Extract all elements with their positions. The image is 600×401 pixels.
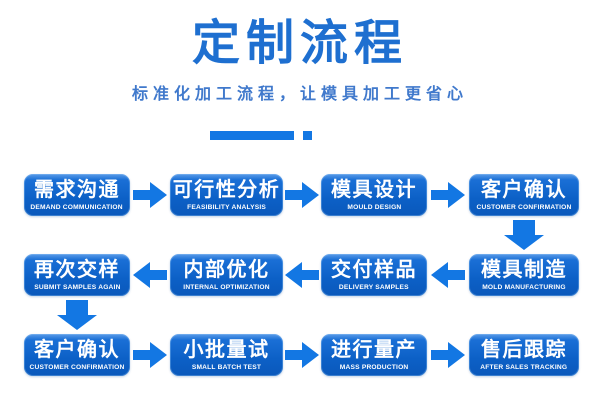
step-title: 需求沟通 bbox=[34, 178, 120, 201]
flow-step-feasibility-analysis: 可行性分析 FEASIBILITY ANALYSIS bbox=[170, 174, 283, 216]
title-divider bbox=[210, 131, 312, 140]
step-caption: AFTER SALES TRACKING bbox=[480, 363, 568, 371]
flow-step-internal-optimization: 内部优化 INTERNAL OPTIMIZATION bbox=[170, 254, 283, 296]
step-title: 进行量产 bbox=[331, 338, 417, 361]
step-caption: CUSTOMER CONFIRMATION bbox=[476, 203, 572, 211]
step-title: 客户确认 bbox=[34, 338, 120, 361]
arrow-down-icon bbox=[57, 300, 97, 330]
page-title: 定制流程 bbox=[191, 17, 408, 70]
flow-step-submit-samples-again: 再次交样 SUBMIT SAMPLES AGAIN bbox=[24, 254, 130, 296]
flow-step-mould-design: 模具设计 MOULD DESIGN bbox=[321, 174, 427, 216]
step-title: 交付样品 bbox=[331, 258, 417, 281]
step-title: 内部优化 bbox=[183, 258, 270, 281]
divider-bar-icon bbox=[210, 131, 294, 140]
flow-diagram: 需求沟通 DEMAND COMMUNICATION 可行性分析 FEASIBIL… bbox=[0, 174, 600, 376]
step-caption: FEASIBILITY ANALYSIS bbox=[187, 203, 266, 211]
arrow-left-icon bbox=[133, 262, 167, 288]
step-caption: CUSTOMER CONFIRMATION bbox=[29, 363, 125, 371]
arrow-left-icon bbox=[431, 262, 465, 288]
arrow-right-icon bbox=[133, 342, 167, 368]
flow-step-delivery-samples: 交付样品 DELIVERY SAMPLES bbox=[321, 254, 427, 296]
step-caption: MOLD MANUFACTURING bbox=[482, 283, 566, 291]
step-title: 再次交样 bbox=[34, 258, 120, 281]
flow-step-after-sales-tracking: 售后跟踪 AFTER SALES TRACKING bbox=[469, 334, 579, 376]
arrow-left-icon bbox=[285, 262, 319, 288]
step-caption: MASS PRODUCTION bbox=[339, 363, 409, 371]
step-caption: SMALL BATCH TEST bbox=[191, 363, 262, 371]
flow-step-mass-production: 进行量产 MASS PRODUCTION bbox=[321, 334, 427, 376]
step-caption: SUBMIT SAMPLES AGAIN bbox=[33, 283, 121, 291]
step-title: 可行性分析 bbox=[172, 178, 281, 201]
arrow-right-icon bbox=[431, 342, 465, 368]
step-title: 模具制造 bbox=[481, 258, 567, 281]
step-title: 客户确认 bbox=[481, 178, 567, 201]
flow-step-customer-confirmation-2: 客户确认 CUSTOMER CONFIRMATION bbox=[24, 334, 130, 376]
page-subtitle: 标准化加工流程，让模具加工更省心 bbox=[131, 86, 468, 103]
arrow-right-icon bbox=[431, 182, 465, 208]
step-caption: DEMAND COMMUNICATION bbox=[30, 203, 124, 211]
step-caption: MOULD DESIGN bbox=[346, 203, 402, 211]
step-title: 小批量试 bbox=[183, 338, 270, 361]
flow-step-mold-manufacturing: 模具制造 MOLD MANUFACTURING bbox=[469, 254, 579, 296]
arrow-right-icon bbox=[285, 182, 319, 208]
flow-step-demand-communication: 需求沟通 DEMAND COMMUNICATION bbox=[24, 174, 130, 216]
divider-square-icon bbox=[303, 131, 312, 140]
arrow-right-icon bbox=[285, 342, 319, 368]
step-title: 模具设计 bbox=[331, 178, 417, 201]
arrow-right-icon bbox=[133, 182, 167, 208]
flow-step-customer-confirmation-1: 客户确认 CUSTOMER CONFIRMATION bbox=[469, 174, 579, 216]
step-caption: INTERNAL OPTIMIZATION bbox=[183, 283, 270, 291]
arrow-down-icon bbox=[504, 220, 544, 250]
step-caption: DELIVERY SAMPLES bbox=[339, 283, 409, 291]
flow-step-small-batch-test: 小批量试 SMALL BATCH TEST bbox=[170, 334, 283, 376]
step-title: 售后跟踪 bbox=[481, 338, 567, 361]
